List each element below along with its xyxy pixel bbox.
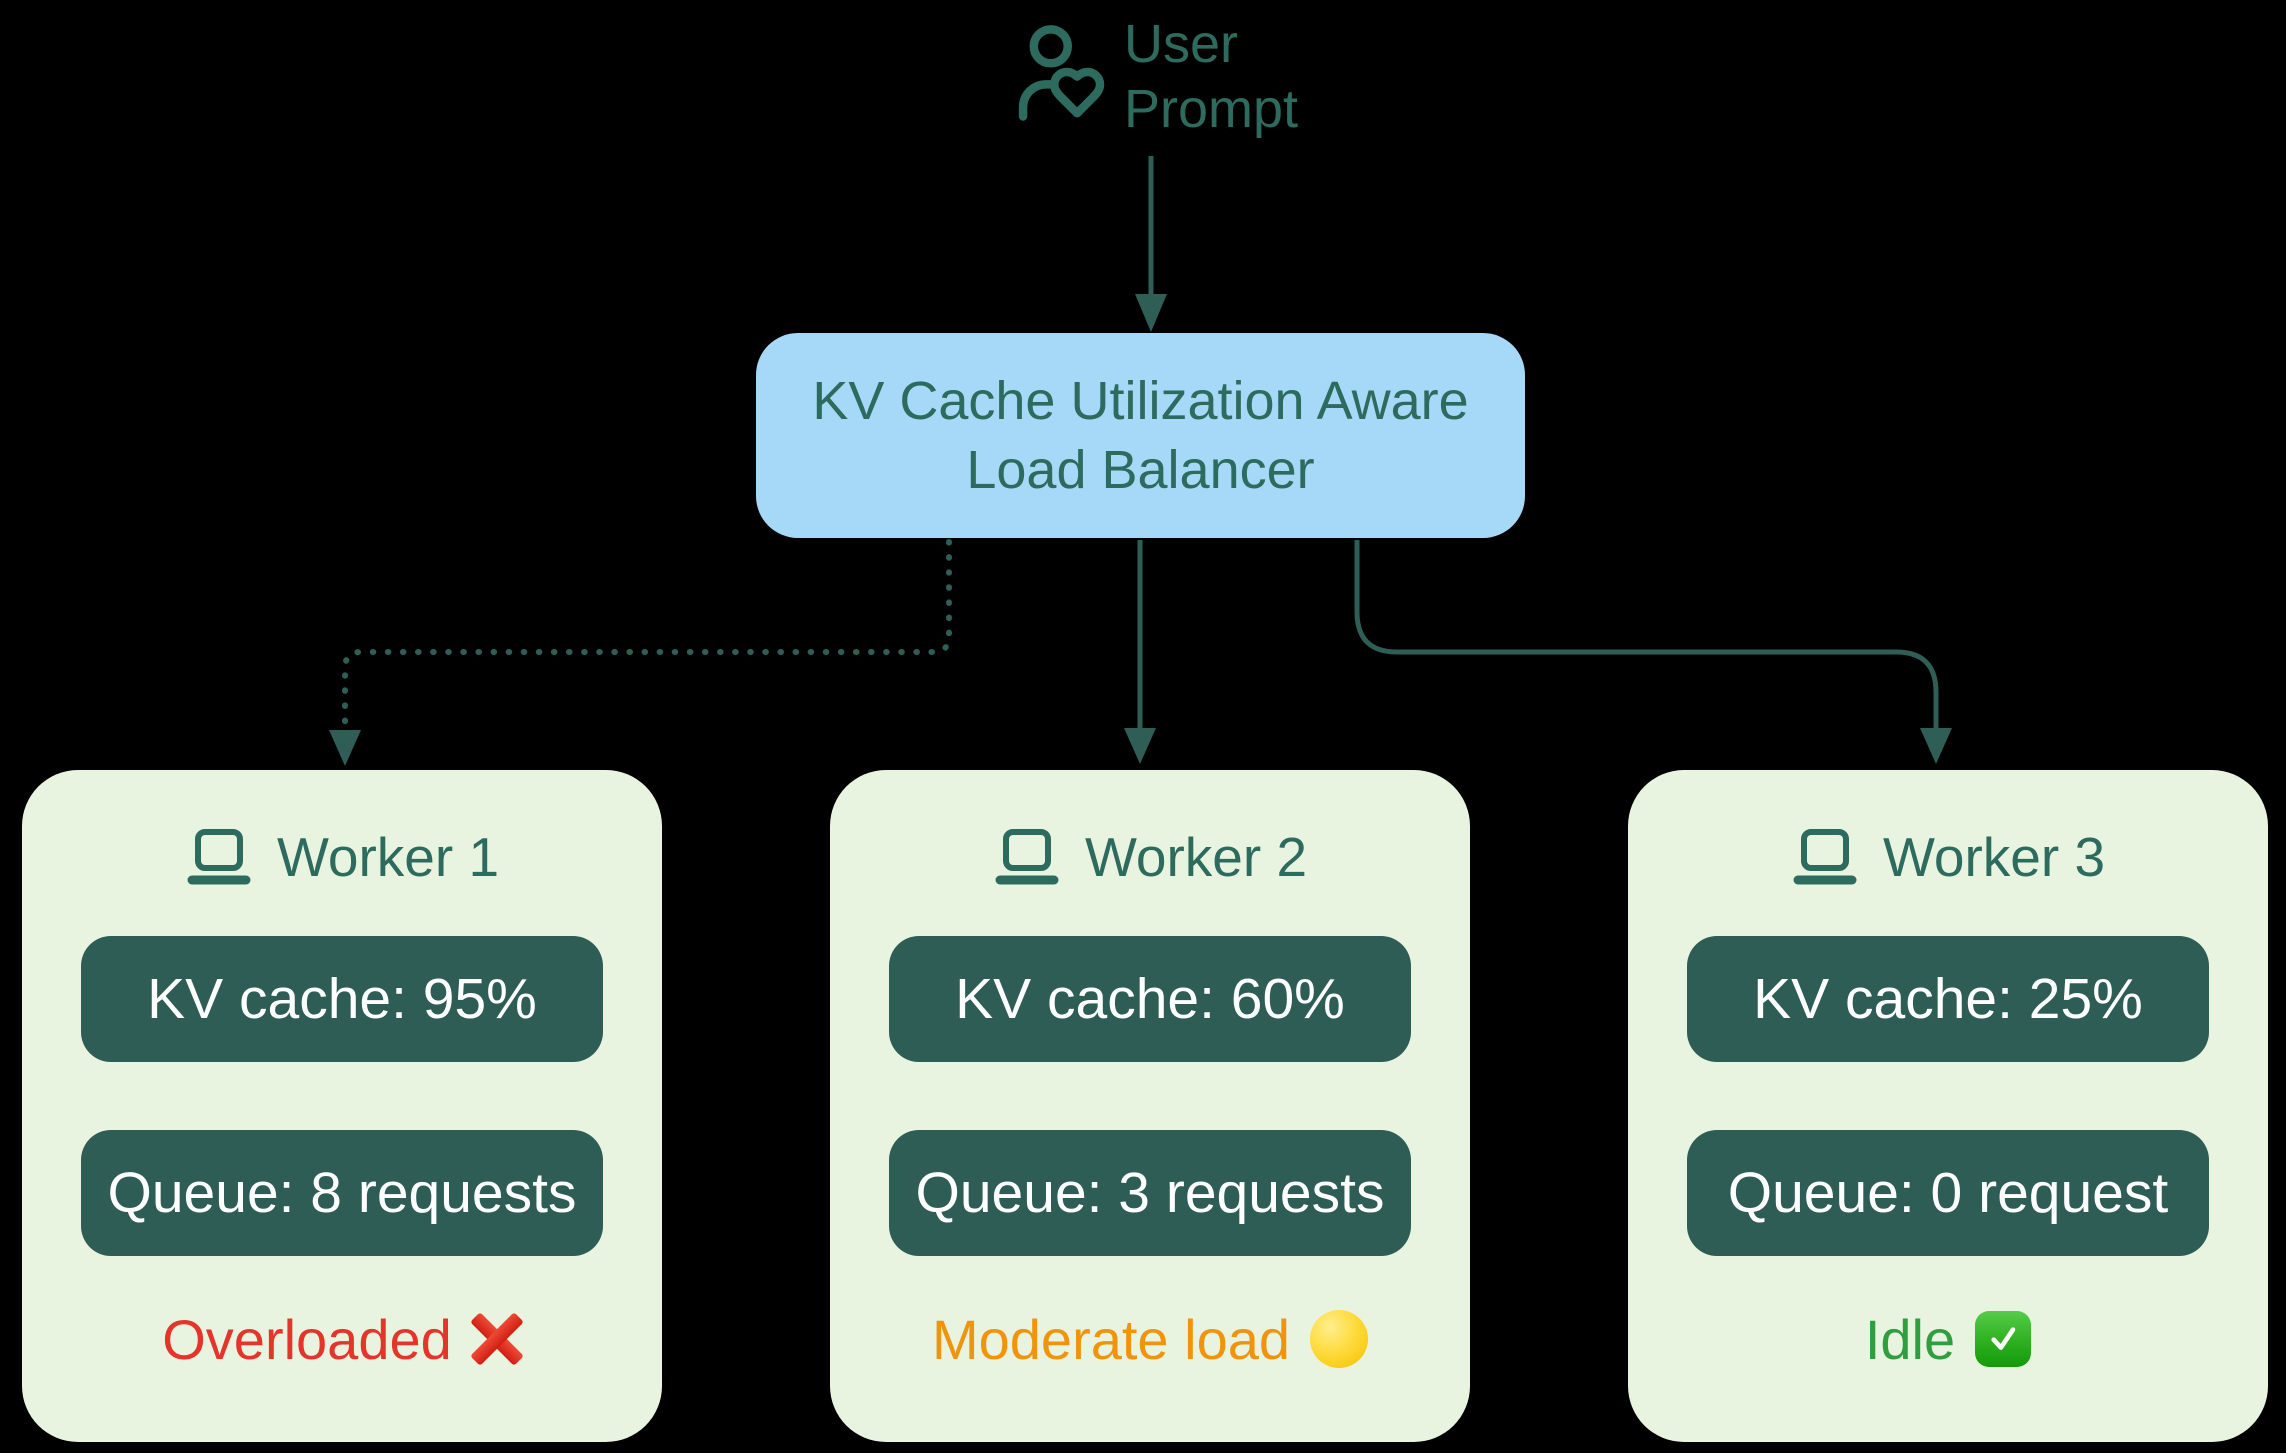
load-balancer-node: KV Cache Utilization Aware Load Balancer <box>756 333 1525 538</box>
worker2-header: Worker 2 <box>993 824 1307 890</box>
kv-cache-pill: KV cache: 25% <box>1687 936 2209 1062</box>
queue-pill: Queue: 0 request <box>1687 1130 2209 1256</box>
worker3-header: Worker 3 <box>1791 824 2105 890</box>
queue-pill: Queue: 3 requests <box>889 1130 1411 1256</box>
arrow-user-to-balancer <box>1135 156 1167 332</box>
status-row: Overloaded <box>162 1306 522 1372</box>
worker-name: Worker 2 <box>1084 826 1308 888</box>
worker1-card: Worker 1 KV cache: 95% Queue: 8 requests… <box>22 770 662 1442</box>
status-label: Overloaded <box>162 1307 452 1371</box>
kv-cache-pill: KV cache: 95% <box>81 936 603 1062</box>
arrow-balancer-to-worker3 <box>1354 540 1952 764</box>
status-label: Moderate load <box>931 1307 1290 1371</box>
worker-name: Worker 3 <box>1882 826 2106 888</box>
kv-cache-label: KV cache: 25% <box>1753 967 2143 1031</box>
kv-cache-label: KV cache: 95% <box>147 967 537 1031</box>
queue-pill: Queue: 8 requests <box>81 1130 603 1256</box>
queue-label: Queue: 0 request <box>1727 1161 2169 1225</box>
user-prompt-node: User Prompt <box>1012 12 1314 142</box>
worker2-card: Worker 2 KV cache: 60% Queue: 3 requests… <box>830 770 1470 1442</box>
user-prompt-label: User Prompt <box>1124 14 1299 139</box>
laptop-icon <box>995 829 1059 885</box>
yellow-circle-icon <box>1310 1310 1368 1368</box>
arrow-balancer-to-worker1 <box>329 539 952 766</box>
worker-name: Worker 1 <box>276 826 500 888</box>
load-balancer-label: KV Cache Utilization Aware Load Balancer <box>812 371 1469 500</box>
laptop-icon <box>1793 829 1857 885</box>
kv-cache-label: KV cache: 60% <box>955 967 1345 1031</box>
laptop-icon <box>187 829 251 885</box>
queue-label: Queue: 3 requests <box>915 1161 1385 1225</box>
status-label: Idle <box>1864 1307 1956 1371</box>
arrow-balancer-to-worker2 <box>1124 540 1156 764</box>
user-heart-icon <box>1018 25 1105 121</box>
check-mark-icon <box>1975 1311 2032 1367</box>
worker3-card: Worker 3 KV cache: 25% Queue: 0 request … <box>1628 770 2268 1442</box>
queue-label: Queue: 8 requests <box>107 1161 577 1225</box>
kv-cache-pill: KV cache: 60% <box>889 936 1411 1062</box>
status-row: Idle <box>1864 1306 2032 1372</box>
worker1-header: Worker 1 <box>185 824 499 890</box>
status-row: Moderate load <box>932 1306 1368 1372</box>
cross-mark-icon <box>472 1314 522 1364</box>
